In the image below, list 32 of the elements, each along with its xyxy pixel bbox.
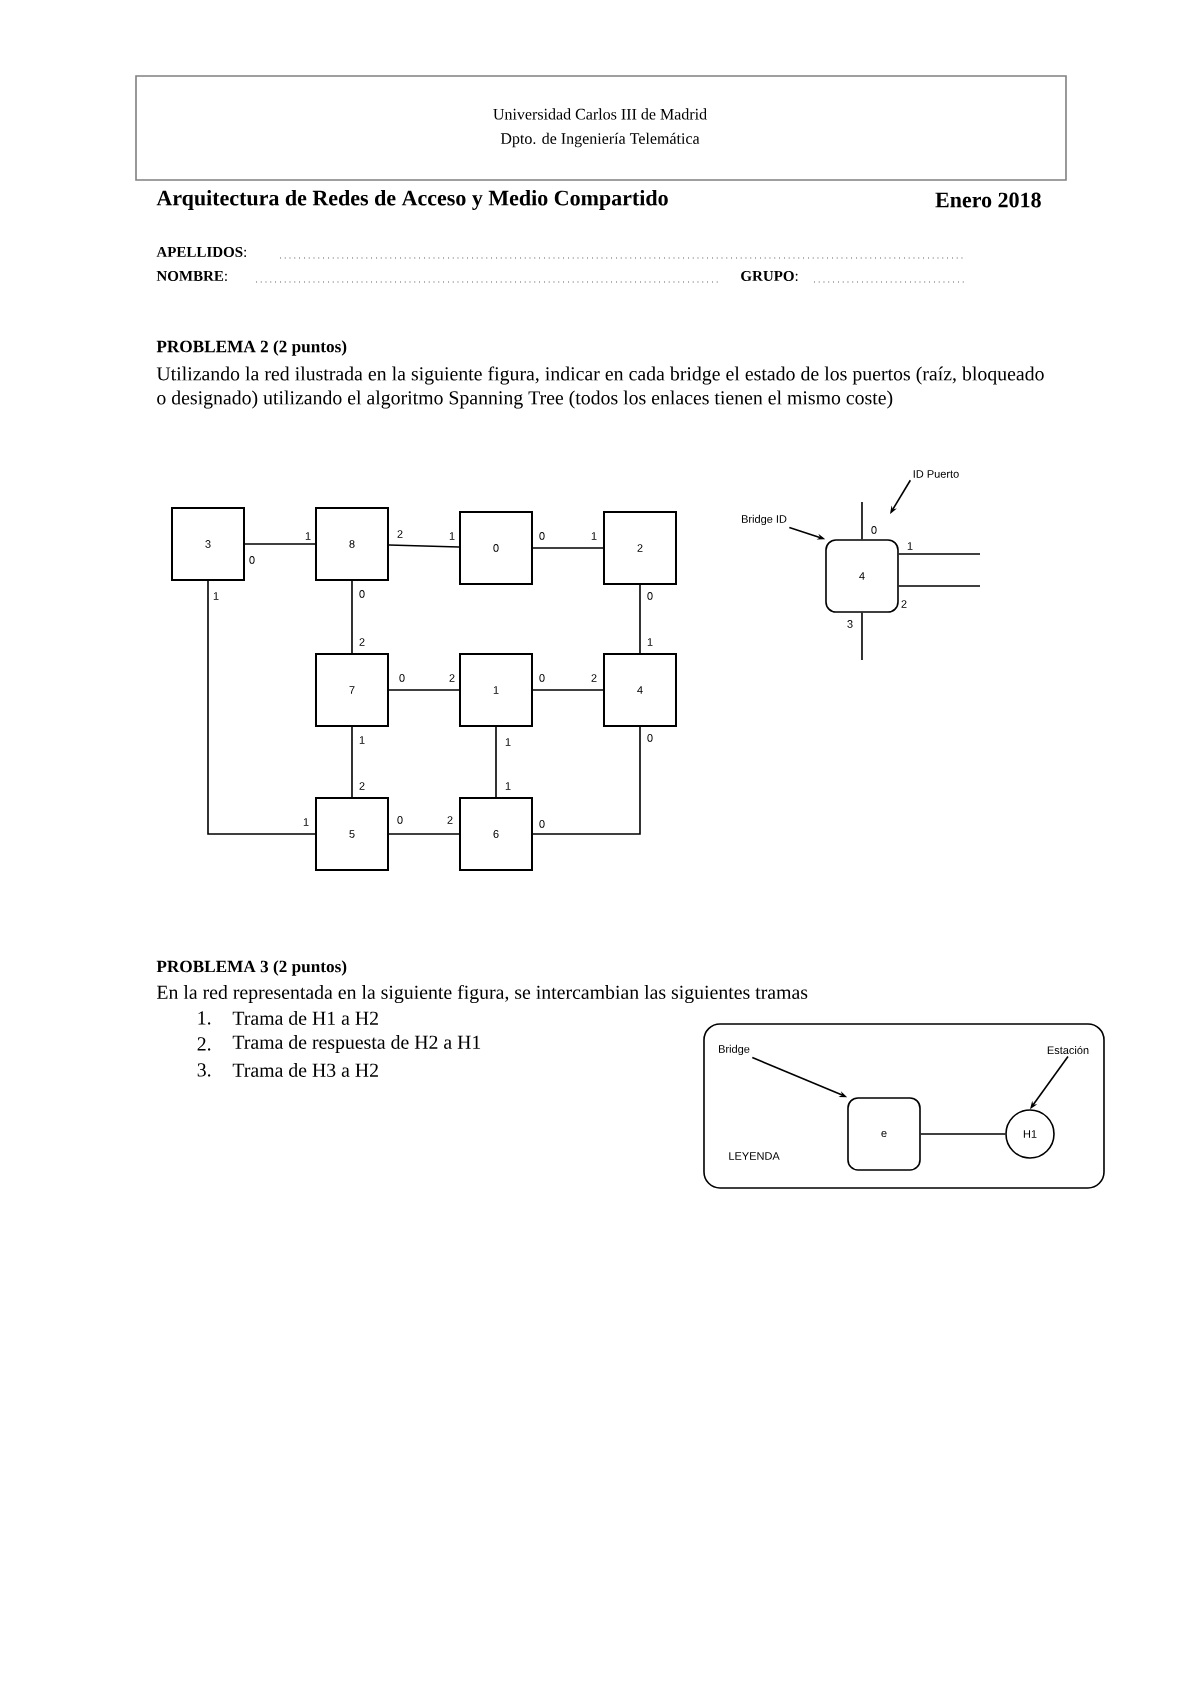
link-line bbox=[920, 1133, 1006, 1135]
list-number: 1. bbox=[198, 1011, 211, 1025]
date: Enero 2018 bbox=[935, 192, 1041, 208]
paragraph: En la red representada en la siguiente figura, se intercambian las siguientes tramas bbox=[156, 984, 808, 1004]
link-line bbox=[388, 833, 460, 835]
port-line bbox=[861, 612, 863, 661]
list-number: 3. bbox=[197, 1063, 211, 1077]
list-number: 2. bbox=[197, 1037, 211, 1051]
port-line bbox=[898, 585, 981, 587]
port-line bbox=[861, 501, 863, 540]
link-line bbox=[532, 726, 641, 835]
list-item: Trama de respuesta de H2 a H1 bbox=[232, 1035, 481, 1053]
section-heading: PROBLEMA 3 (2 puntos) bbox=[156, 960, 347, 976]
link-line bbox=[388, 544, 460, 548]
link-line bbox=[532, 689, 604, 691]
link-line bbox=[351, 580, 353, 654]
link-line bbox=[532, 547, 604, 549]
link-line bbox=[351, 726, 353, 798]
link-line bbox=[207, 580, 316, 835]
heading-text: Dpto. de Ingeniería Telemática bbox=[500, 132, 700, 148]
leader-arrow bbox=[890, 479, 912, 514]
list-item: Trama de H1 a H2 bbox=[232, 1011, 378, 1025]
link-line bbox=[388, 689, 460, 691]
port-line bbox=[898, 553, 981, 555]
section-heading: PROBLEMA 2 (2 puntos) bbox=[156, 340, 347, 356]
paragraph: Utilizando la red ilustrada en la siguiente figura, indicar en cada bridge el estado de los puertos (raíz, bloqueado o designado) utilizando el algoritmo Spanning Tree (todos los enlaces tienen el mismo coste) bbox=[156, 366, 1044, 409]
link-line bbox=[639, 584, 641, 654]
link-line bbox=[495, 726, 497, 798]
link-line bbox=[244, 543, 316, 545]
list-item: Trama de H3 a H2 bbox=[232, 1063, 378, 1077]
heading-text: Universidad Carlos III de Madrid bbox=[493, 108, 707, 120]
title: Arquitectura de Redes de Acceso y Medio Compartido bbox=[156, 190, 668, 210]
